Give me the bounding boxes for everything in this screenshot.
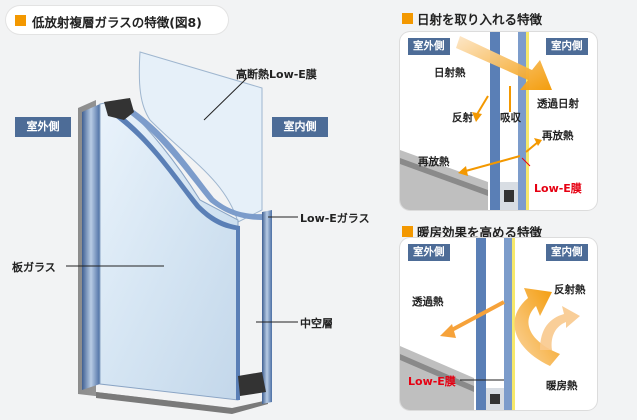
plate-glass-label: 板ガラス (12, 261, 56, 274)
absorption-label: 吸収 (500, 112, 521, 124)
solar-indoor-tag: 室内側 (546, 38, 588, 55)
spacer-top-icon (104, 98, 134, 120)
solar-panel: 室外側 室内側 日射熱 反射 吸収 透過日射 再放熱 再放熱 Low-E膜 (400, 32, 597, 210)
double-glazing-cutaway-diagram (66, 51, 298, 414)
heating-indoor-tag: 室内側 (546, 244, 588, 261)
air-layer-label: 中空層 (300, 317, 333, 330)
reflection-label: 反射 (452, 112, 473, 124)
re-radiated-heat-right-label: 再放熱 (542, 130, 574, 142)
reflected-heat-label: 反射熱 (554, 284, 586, 296)
solar-heading: 日射を取り入れる特徴 (417, 12, 543, 27)
frame-edge-right (262, 210, 272, 404)
page-title: 低放射複層ガラスの特徴(図8) (32, 15, 202, 30)
solar-heat-label: 日射熱 (434, 67, 466, 79)
solar-outdoor-tag: 室外側 (408, 38, 450, 55)
re-radiated-heat-left-label: 再放熱 (418, 156, 450, 168)
solar-panel-graphic (400, 32, 552, 210)
transmitted-heat-label: 透過熱 (412, 296, 444, 308)
title-marker-icon (15, 15, 26, 26)
heating-panel: 室外側 室内側 透過熱 反射熱 暖房熱 Low-E膜 (400, 238, 597, 410)
frame-edge-left (82, 104, 100, 390)
frame-bottom (96, 392, 268, 414)
transmitted-solar-label: 透過日射 (537, 98, 579, 110)
heating-heading: 暖房効果を高める特徴 (417, 225, 543, 240)
solar-low-e-film-label: Low-E膜 (534, 182, 582, 195)
outdoor-tag: 室外側 (15, 117, 71, 137)
leader-low-e-film (203, 77, 248, 121)
heating-outdoor-tag: 室外側 (408, 244, 450, 261)
heating-heat-label: 暖房熱 (546, 380, 578, 392)
heating-low-e-film-label: Low-E膜 (408, 375, 456, 388)
title-pill (6, 6, 228, 34)
solar-heading-marker-icon (402, 13, 413, 24)
heating-panel-graphic (400, 238, 580, 410)
indoor-tag: 室内側 (272, 117, 328, 137)
low-e-glass-label: Low-Eガラス (300, 212, 370, 225)
heating-heading-marker-icon (402, 226, 413, 237)
spacer-bottom-icon (238, 372, 266, 396)
low-e-film-label: 高断熱Low-E膜 (236, 68, 317, 81)
